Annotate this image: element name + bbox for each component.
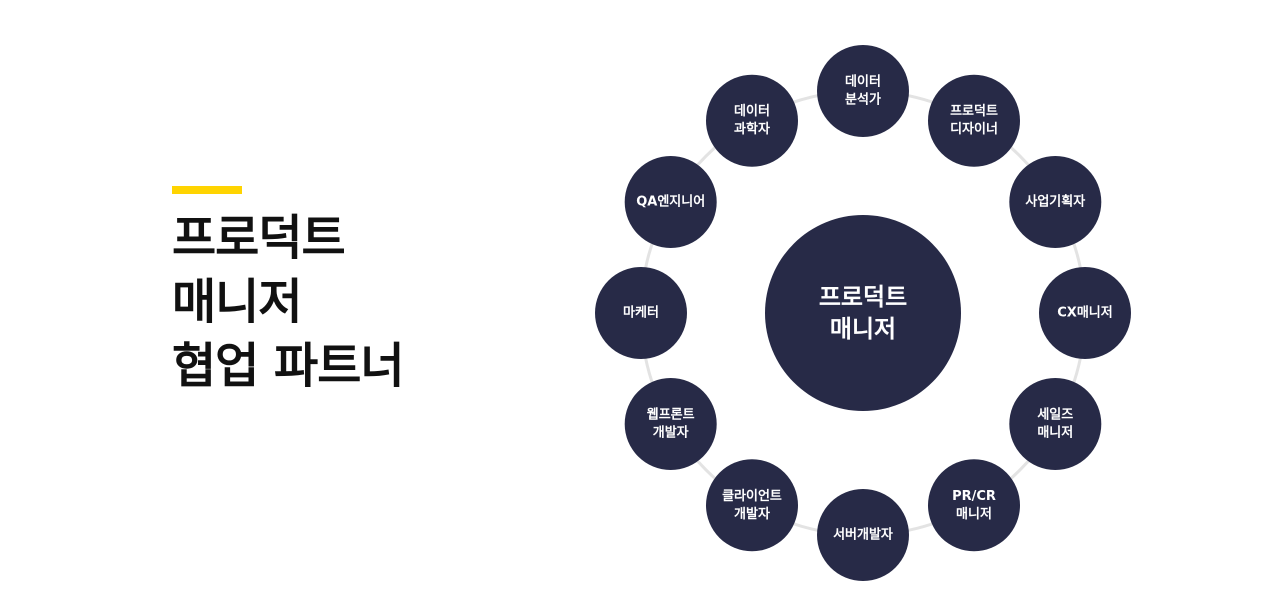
partner-node-label: 개발자 bbox=[653, 425, 689, 441]
partner-node-pr-cr-manager: PR/CR 매니저 bbox=[928, 459, 1020, 552]
partner-node-label: 사업기획자 bbox=[1025, 194, 1085, 210]
partner-node-server-developer: 서버개발자 bbox=[817, 489, 909, 581]
partner-node-label: 데이터 bbox=[845, 74, 881, 90]
title-line-3: 협업 파트너 bbox=[172, 338, 405, 394]
partner-node-circle bbox=[928, 459, 1020, 552]
partner-node-label: 클라이언트 bbox=[722, 488, 782, 504]
partner-node-label: PR/CR bbox=[952, 489, 996, 504]
partner-node-label: 과학자 bbox=[734, 121, 770, 137]
partner-node-circle bbox=[928, 74, 1020, 167]
partner-node-label: 세일즈 bbox=[1037, 408, 1073, 423]
partner-node-cx-manager: CX매니저 bbox=[1039, 267, 1131, 359]
partner-node-label: QA엔지니어 bbox=[636, 194, 705, 210]
partner-node-circle bbox=[706, 459, 798, 552]
center-label-line-1: 프로덕트 bbox=[819, 283, 907, 311]
partner-node-circle bbox=[1009, 378, 1102, 470]
partner-node-label: 프로덕트 bbox=[950, 103, 998, 119]
partner-node-circle bbox=[624, 378, 717, 470]
partner-node-label: CX매니저 bbox=[1057, 306, 1112, 321]
partner-node-circle bbox=[817, 45, 909, 137]
center-label-line-2: 매니저 bbox=[830, 315, 896, 343]
partner-node-circle bbox=[1009, 156, 1102, 248]
partner-node-marketer: 마케터 bbox=[595, 267, 687, 359]
partner-node-label: 디자이너 bbox=[950, 121, 998, 137]
partner-node-label: 서버개발자 bbox=[833, 527, 893, 543]
accent-bar bbox=[172, 186, 242, 194]
partner-node-label: 분석가 bbox=[845, 93, 881, 108]
partner-node-label: 마케터 bbox=[623, 305, 659, 321]
partner-node-label: 데이터 bbox=[734, 103, 770, 119]
partner-node-circle bbox=[1039, 267, 1131, 359]
partner-node-label: 매니저 bbox=[1037, 426, 1073, 441]
partner-node-label: 개발자 bbox=[734, 506, 770, 522]
partner-node-circle bbox=[595, 267, 687, 359]
partner-node-qa-engineer: QA엔지니어 bbox=[624, 156, 717, 248]
partner-node-circle bbox=[706, 74, 798, 167]
title-line-2: 매니저 bbox=[172, 274, 302, 330]
partner-node-circle bbox=[624, 156, 717, 248]
center-node bbox=[765, 215, 961, 411]
partner-node-business-planner: 사업기획자 bbox=[1009, 156, 1102, 248]
partner-node-label: 매니저 bbox=[956, 507, 992, 522]
title-line-1: 프로덕트 bbox=[172, 210, 346, 266]
partner-node-label: 웹프론트 bbox=[647, 408, 695, 423]
partner-node-circle bbox=[817, 489, 909, 581]
page-title: 프로덕트 매니저 협업 파트너 bbox=[172, 206, 405, 398]
